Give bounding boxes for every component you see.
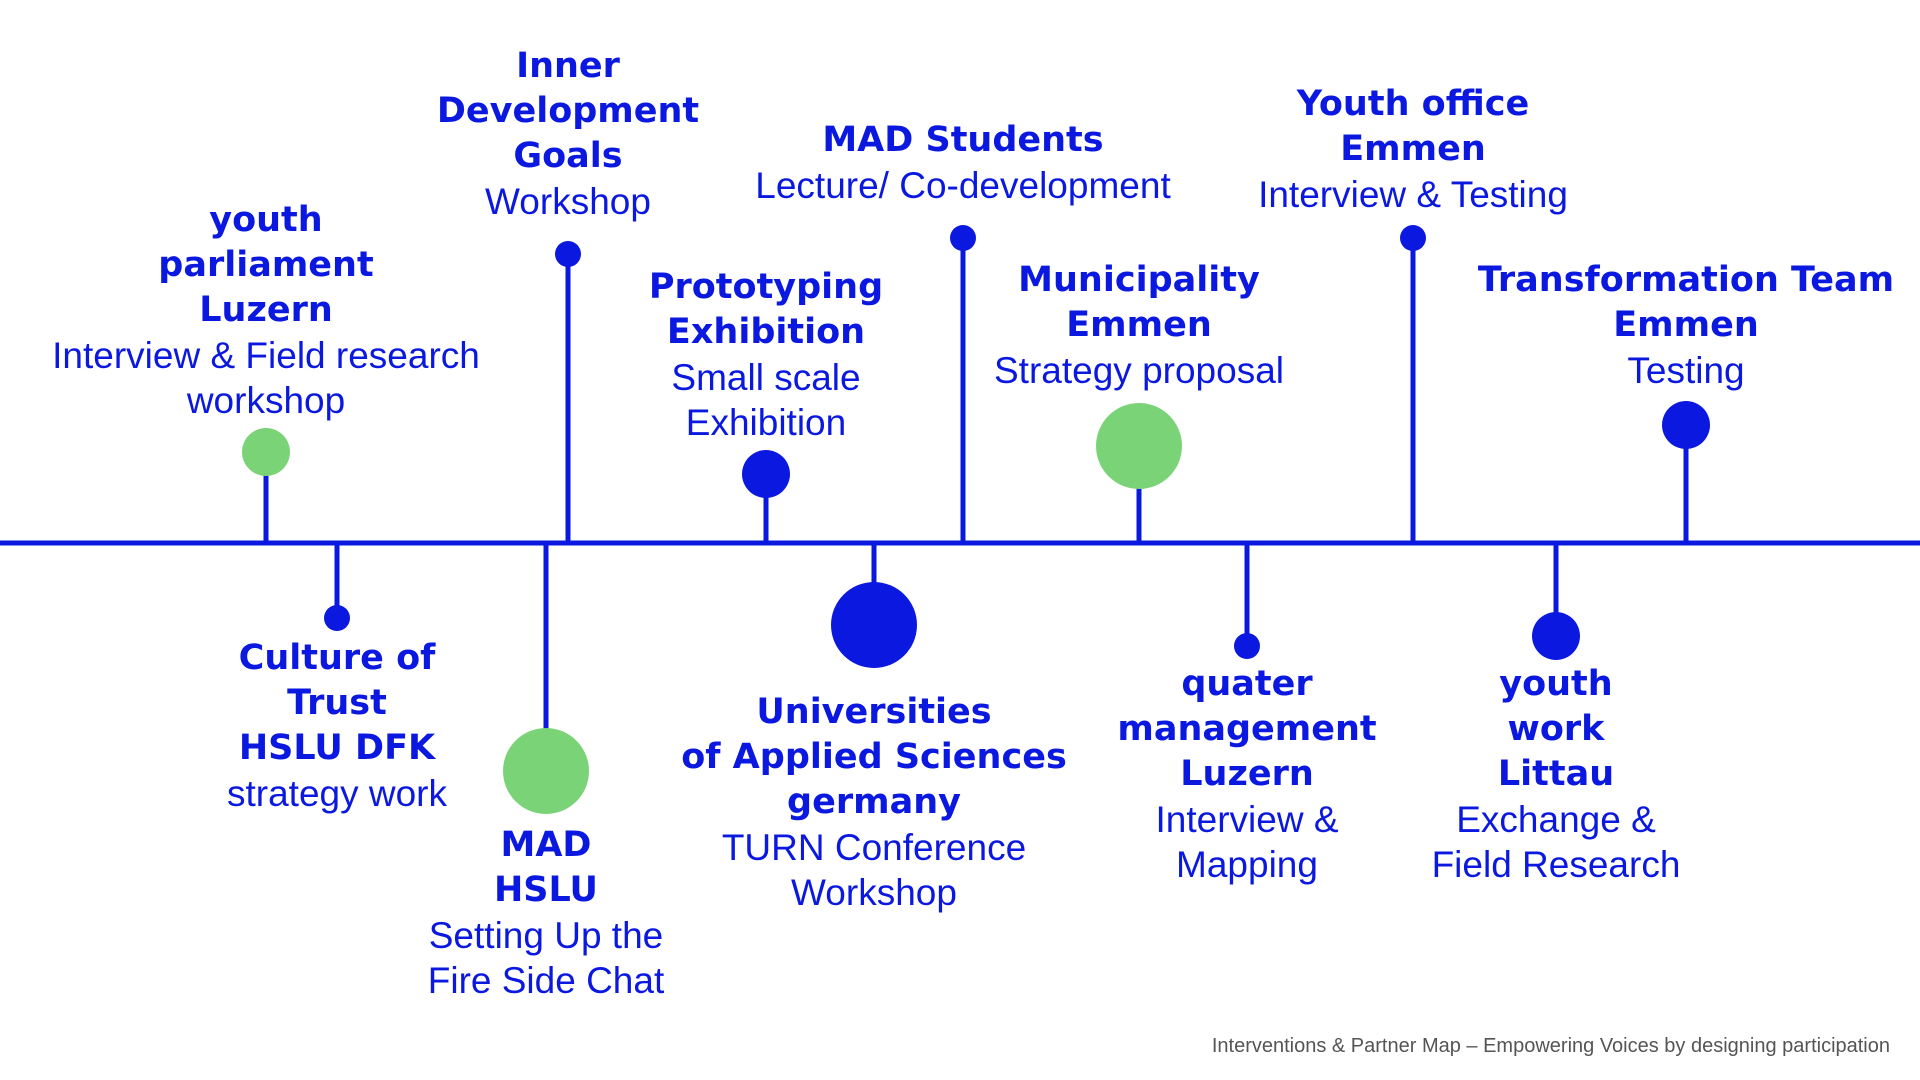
- event-description: Interview &Mapping: [1155, 799, 1339, 885]
- marker-dot-youth-work-littau: [1532, 612, 1580, 660]
- footer-caption: Interventions & Partner Map – Empowering…: [1211, 1035, 1890, 1057]
- marker-dot-prototyping-exhibition: [742, 450, 790, 498]
- marker-dot-universities-germany: [831, 582, 917, 668]
- event-description: Testing: [1627, 350, 1745, 391]
- event-description: Lecture/ Co-development: [755, 165, 1171, 206]
- event-title: MAD Students: [822, 120, 1104, 160]
- event-description: strategy work: [226, 773, 448, 814]
- marker-dot-inner-development-goals: [555, 241, 581, 267]
- marker-dot-mad-students: [950, 225, 976, 251]
- marker-dot-mad-hslu: [503, 728, 589, 814]
- marker-dot-youth-office-emmen: [1400, 225, 1426, 251]
- marker-dot-transformation-team-emmen: [1662, 401, 1710, 449]
- marker-dot-quater-management-luzern: [1234, 633, 1260, 659]
- marker-dot-youth-parliament-luzern: [242, 428, 290, 476]
- marker-dot-municipality-emmen: [1096, 403, 1182, 489]
- marker-dot-culture-of-trust: [324, 605, 350, 631]
- event-description: Workshop: [485, 181, 651, 222]
- event-description: Interview & Testing: [1258, 174, 1568, 215]
- event-description: Exchange &Field Research: [1431, 799, 1681, 885]
- event-description: Strategy proposal: [993, 350, 1285, 391]
